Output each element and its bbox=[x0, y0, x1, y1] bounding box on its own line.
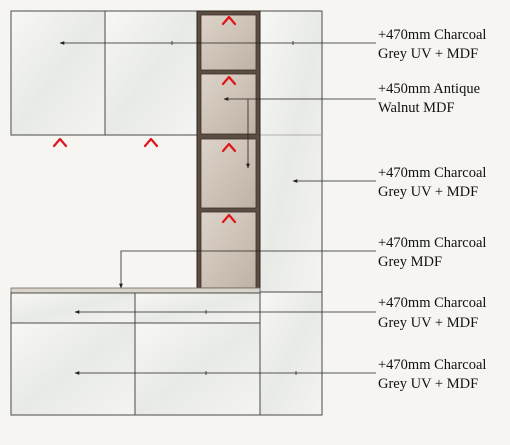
upper-left-door bbox=[10, 10, 106, 136]
hinge-marker-icon bbox=[221, 75, 237, 86]
upper-cabinet-group bbox=[10, 10, 198, 136]
tall-side-panel bbox=[259, 10, 323, 293]
base-drawer-right bbox=[134, 292, 261, 324]
base-door-right bbox=[134, 322, 261, 416]
base-cabinet-group bbox=[10, 291, 323, 416]
hinge-marker-icon bbox=[221, 213, 237, 224]
leader-line-4 bbox=[119, 250, 376, 289]
hinge-marker-icon bbox=[52, 137, 68, 148]
hinge-marker-icon bbox=[143, 137, 159, 148]
hinge-markers bbox=[52, 15, 237, 224]
base-drawer-left bbox=[10, 292, 136, 324]
walnut-door-4 bbox=[200, 211, 257, 289]
base-door-left bbox=[10, 322, 136, 416]
label-1-line-1: +470mm Charcoal bbox=[378, 27, 486, 43]
label-6-line-2: Grey UV + MDF bbox=[378, 376, 478, 392]
walnut-tall-unit bbox=[196, 10, 261, 293]
material-labels: +470mm Charcoal Grey UV + MDF +450mm Ant… bbox=[378, 27, 486, 392]
walnut-door-2 bbox=[200, 73, 257, 135]
walnut-door-1 bbox=[200, 14, 257, 71]
label-4-line-2: Grey MDF bbox=[378, 254, 442, 270]
label-5-line-1: +470mm Charcoal bbox=[378, 295, 486, 311]
label-2-line-1: +450mm Antique bbox=[378, 81, 480, 97]
label-1-line-2: Grey UV + MDF bbox=[378, 46, 478, 62]
label-5-line-2: Grey UV + MDF bbox=[378, 315, 478, 331]
label-2-line-2: Walnut MDF bbox=[378, 100, 455, 116]
base-side-panel bbox=[259, 291, 323, 416]
hinge-marker-icon bbox=[221, 142, 237, 153]
hinge-marker-icon bbox=[221, 15, 237, 26]
worktop-strip bbox=[10, 287, 261, 294]
label-3-line-2: Grey UV + MDF bbox=[378, 184, 478, 200]
label-6-line-1: +470mm Charcoal bbox=[378, 357, 486, 373]
leader-lines bbox=[59, 41, 376, 375]
label-4-line-1: +470mm Charcoal bbox=[378, 235, 486, 251]
upper-middle-door bbox=[104, 10, 198, 136]
walnut-door-3 bbox=[200, 138, 257, 209]
label-3-line-1: +470mm Charcoal bbox=[378, 165, 486, 181]
